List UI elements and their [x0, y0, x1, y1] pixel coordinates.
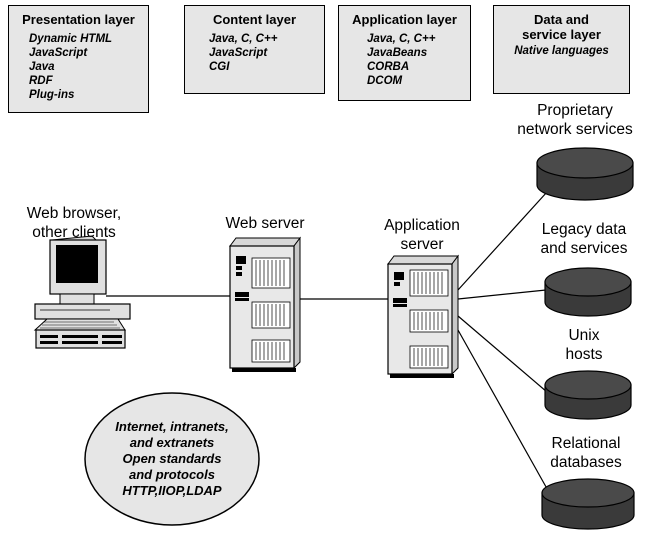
proprietary-services-disk-icon [536, 147, 634, 201]
app-relational-link [457, 329, 551, 495]
application-item: CORBA [367, 61, 410, 73]
data-service-layer-box: Data and service layer Native languages [493, 5, 630, 94]
client-label-line: Web browser, [26, 205, 122, 222]
data-layer-title-line: Data and [534, 12, 589, 27]
network-note-line: and protocols [129, 467, 215, 482]
content-item: JavaScript [209, 47, 268, 59]
presentation-layer-title: Presentation layer [22, 12, 135, 27]
data-source-label-line: Relational [551, 435, 621, 452]
content-layer-box: Content layer Java, C, C++ JavaScript CG… [184, 5, 325, 94]
application-server-label: Application server [367, 216, 477, 254]
presentation-item: Dynamic HTML [29, 33, 113, 45]
data-source-label-line: Unix [568, 327, 600, 344]
content-item: Java, C, C++ [209, 33, 278, 45]
relational-databases-label: Relational databases [520, 434, 652, 472]
client-label-line: other clients [32, 224, 116, 241]
legacy-data-label: Legacy data and services [516, 220, 652, 258]
app-server-label-line: server [400, 236, 444, 253]
network-note-line: Open standards [122, 451, 222, 466]
application-item: JavaBeans [367, 47, 428, 59]
application-item: DCOM [367, 75, 403, 87]
network-note-line: Internet, intranets, [115, 419, 229, 434]
client-label: Web browser, other clients [14, 204, 134, 242]
presentation-item: RDF [29, 75, 53, 87]
client-computer-icon [33, 235, 131, 349]
app-server-label-line: Application [384, 217, 460, 234]
data-source-label-line: network services [517, 121, 633, 138]
app-proprietary-link [457, 191, 548, 291]
app-legacy-link [457, 289, 547, 300]
application-layer-title: Application layer [352, 12, 457, 27]
data-layer-title-line: service layer [522, 27, 601, 42]
data-source-label-line: and services [540, 240, 628, 257]
unix-hosts-disk-icon [544, 370, 632, 420]
relational-databases-disk-icon [541, 478, 635, 530]
content-item: CGI [209, 61, 230, 73]
legacy-data-disk-icon [544, 267, 632, 317]
network-note-line: and extranets [129, 435, 215, 450]
data-layer-item: Native languages [514, 45, 609, 57]
data-source-label-line: Legacy data [541, 221, 627, 238]
network-note: Internet, intranets, and extranets Open … [92, 419, 252, 499]
unix-hosts-label: Unix hosts [524, 326, 644, 364]
web-server-icon [229, 236, 301, 372]
data-source-label-line: databases [550, 454, 622, 471]
application-item: Java, C, C++ [367, 33, 436, 45]
data-source-label-line: hosts [565, 346, 603, 363]
application-server-icon [387, 254, 459, 378]
network-ellipse [84, 392, 260, 526]
application-layer-box: Application layer Java, C, C++ JavaBeans… [338, 5, 471, 101]
app-unix-link [457, 315, 548, 393]
data-source-label-line: Proprietary [537, 102, 613, 119]
presentation-layer-box: Presentation layer Dynamic HTML JavaScri… [8, 5, 149, 113]
network-note-line: HTTP,IIOP,LDAP [122, 483, 222, 498]
web-server-label: Web server [210, 214, 320, 233]
presentation-item: JavaScript [29, 47, 88, 59]
web-server-label-line: Web server [225, 215, 305, 232]
presentation-item: Java [29, 61, 55, 73]
presentation-item: Plug-ins [29, 89, 75, 101]
content-layer-title: Content layer [212, 12, 297, 27]
proprietary-services-label: Proprietary network services [500, 101, 650, 139]
connector-lines [106, 191, 551, 495]
